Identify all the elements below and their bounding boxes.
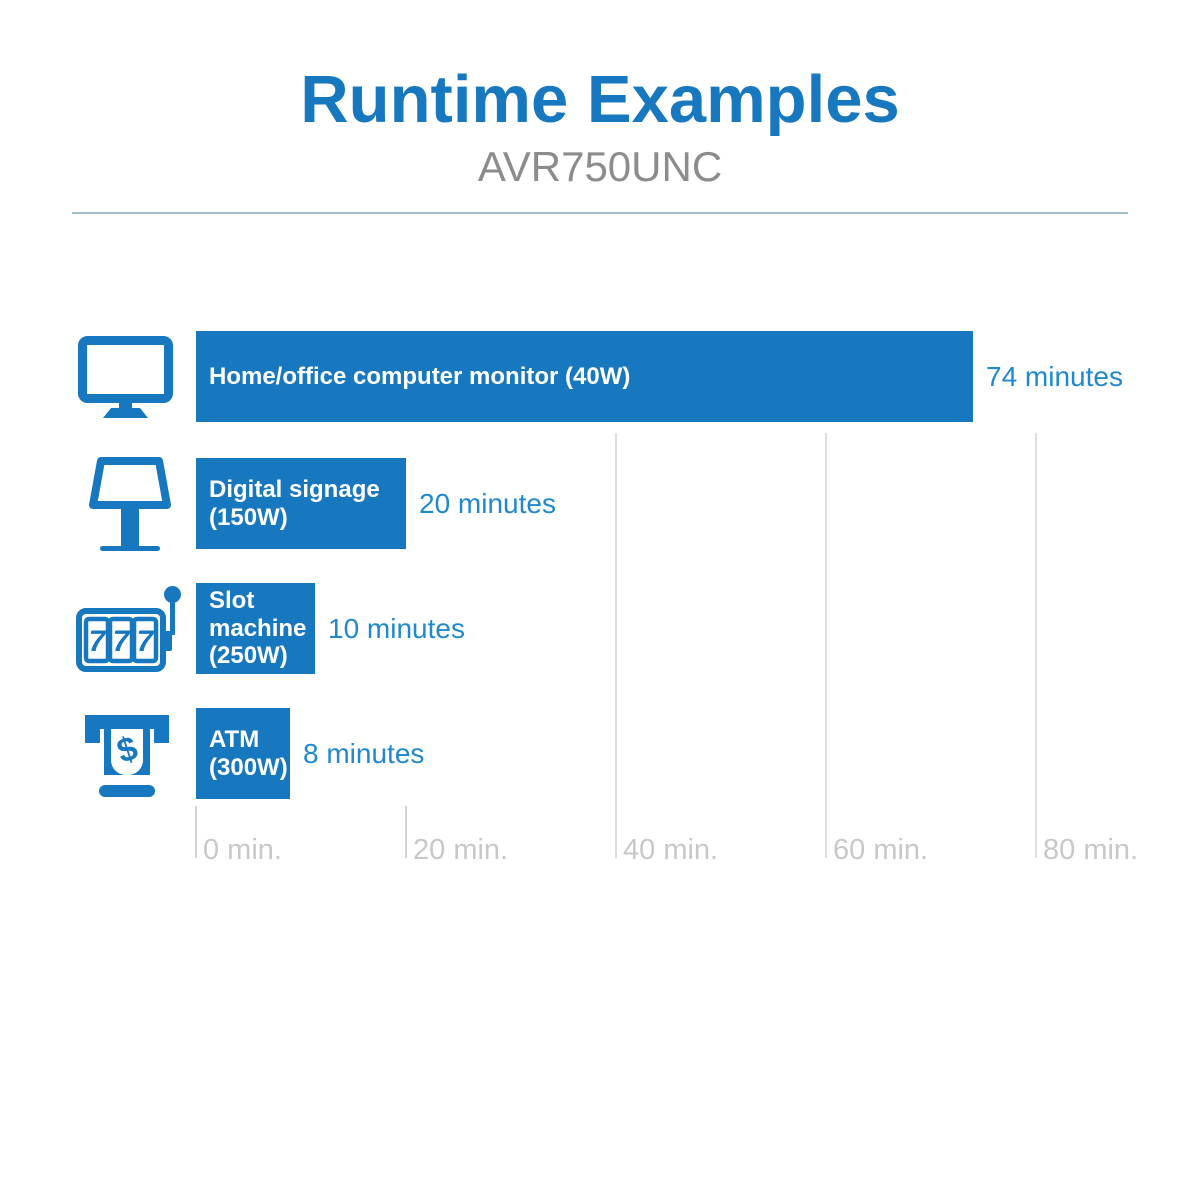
x-tick-line (195, 806, 197, 858)
bar-label: ATM (300W) (209, 725, 288, 781)
slot-digit: 7 (89, 625, 107, 658)
slot-digit: 7 (113, 625, 131, 658)
bar-atm: ATM (300W) (196, 708, 290, 799)
bar-label: Digital signage (150W) (209, 475, 380, 531)
bar-digital-signage: Digital signage (150W) (196, 458, 406, 549)
x-tick-line (405, 806, 407, 858)
x-tick-label: 80 min. (1043, 834, 1139, 866)
chart-row-digital-signage: Digital signage (150W) 20 minutes (0, 456, 1200, 551)
x-tick-label: 0 min. (203, 834, 282, 866)
digital-signage-icon (84, 456, 176, 551)
x-tick-line (615, 433, 617, 858)
slot-machine-icon: 7 7 7 (76, 585, 186, 673)
chart-row-atm: $ ATM (300W) 8 minutes (0, 708, 1200, 799)
computer-monitor-icon (78, 335, 173, 418)
x-tick-label: 20 min. (413, 834, 509, 866)
bar-monitor: Home/office computer monitor (40W) (196, 331, 973, 422)
bar-label: Slot machine (250W) (209, 586, 307, 670)
chart-row-slot-machine: 7 7 7 Slot machine (250W) 10 minutes (0, 583, 1200, 674)
x-tick-label: 40 min. (623, 834, 719, 866)
value-label: 8 minutes (303, 737, 425, 769)
atm-icon: $ (82, 709, 172, 799)
x-tick-line (1035, 433, 1037, 858)
x-tick-line (825, 433, 827, 858)
page-title: Runtime Examples (300, 62, 900, 137)
x-tick-label: 60 min. (833, 834, 929, 866)
value-label: 74 minutes (986, 360, 1123, 392)
dollar-symbol: $ (112, 728, 142, 770)
slot-digit: 7 (137, 625, 155, 658)
value-label: 10 minutes (328, 612, 465, 644)
page-subtitle: AVR750UNC (477, 143, 723, 190)
value-label: 20 minutes (419, 487, 556, 519)
header-divider (72, 212, 1128, 214)
bar-slot-machine: Slot machine (250W) (196, 583, 315, 674)
bar-label: Home/office computer monitor (40W) (209, 362, 631, 390)
chart-row-monitor: Home/office computer monitor (40W) 74 mi… (0, 331, 1200, 422)
